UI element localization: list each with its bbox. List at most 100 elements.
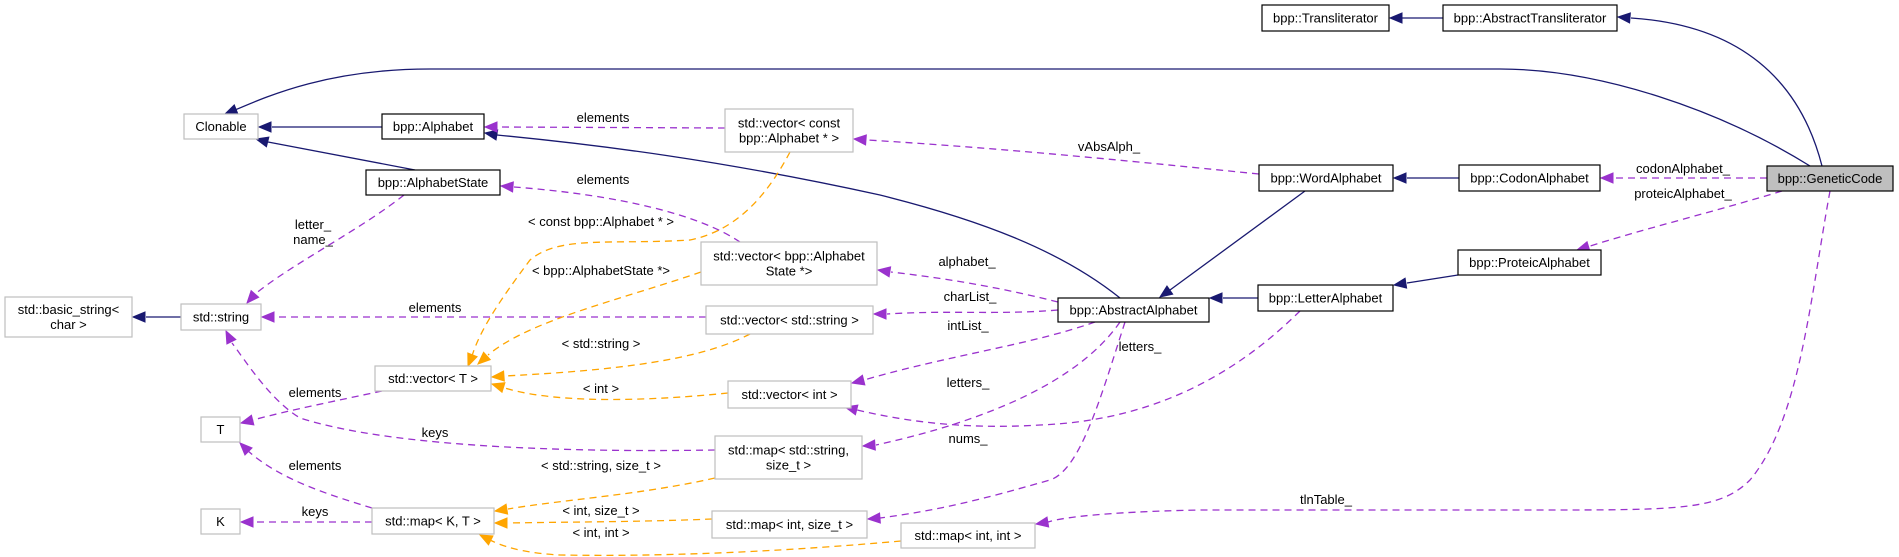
class-node-abstract-alphabet[interactable]: bpp::AbstractAlphabet <box>1057 297 1210 323</box>
class-node-map-KT[interactable]: std::map< K, T > <box>371 507 495 535</box>
usage-arrowhead-icon <box>225 329 237 345</box>
class-name: std::map< std::string, <box>728 443 849 458</box>
edge-letter_alphabet-to-abstract_alphabet <box>1208 292 1258 304</box>
class-box <box>200 416 241 443</box>
edge-codon_alphabet-to-word_alphabet <box>1392 172 1459 184</box>
class-node-abstract-transliterator[interactable]: bpp::AbstractTransliterator <box>1442 4 1618 32</box>
class-node-basic-string[interactable]: std::basic_string<char > <box>4 296 133 338</box>
template-arrowhead-icon <box>477 351 492 365</box>
edge-word_alphabet-to-vec_const_alphabet <box>852 134 1260 175</box>
class-node-alphabet[interactable]: bpp::Alphabet <box>381 113 485 140</box>
usage-edge-line <box>497 126 726 129</box>
class-node-vec-int[interactable]: std::vector< int > <box>727 380 852 409</box>
template-edge-line <box>504 387 729 401</box>
template-arrowhead-icon <box>467 352 478 368</box>
class-node-letter-alphabet[interactable]: bpp::LetterAlphabet <box>1257 284 1394 312</box>
class-node-vec-alphabet-state[interactable]: std::vector< bpp::AlphabetState *> <box>700 241 878 286</box>
inherit-edge-line <box>1169 190 1306 291</box>
edge-vec_alphabet_state-to-alphabet_state <box>499 181 741 243</box>
usage-arrowhead-icon <box>239 516 254 528</box>
class-box <box>365 169 501 196</box>
edge-label: letters_ <box>1119 339 1162 354</box>
class-node-map-string-size[interactable]: std::map< std::string,size_t > <box>714 435 863 480</box>
edge-genetic_code-to-abstract_transliterator <box>1616 12 1823 167</box>
usage-edge-line <box>231 342 716 452</box>
class-node-codon-alphabet[interactable]: bpp::CodonAlphabet <box>1458 164 1601 192</box>
usage-edge-line <box>252 390 383 421</box>
inherit-arrowhead-icon <box>254 136 270 148</box>
usage-arrowhead-icon <box>239 414 255 426</box>
class-node-map-int-int[interactable]: std::map< int, int > <box>900 522 1036 549</box>
edge-label: < bpp::AlphabetState *> <box>532 263 670 278</box>
class-node-T[interactable]: T <box>200 416 241 443</box>
class-node-std-string[interactable]: std::string <box>180 303 262 331</box>
class-node-proteic-alphabet[interactable]: bpp::ProteicAlphabet <box>1457 249 1602 276</box>
class-name: bpp::WordAlphabet <box>1270 171 1381 186</box>
template-edge-line <box>471 151 791 357</box>
edge-label: < int, int > <box>572 525 629 540</box>
edge-genetic_code-to-map_int_int <box>1034 190 1831 528</box>
class-box <box>1766 165 1894 192</box>
inherit-arrowhead-icon <box>1158 285 1174 298</box>
class-box <box>714 435 863 480</box>
usage-edge-line <box>856 310 1301 427</box>
class-box <box>724 108 854 153</box>
class-node-K[interactable]: K <box>200 508 241 535</box>
usage-edge-line <box>875 321 1121 446</box>
class-node-word-alphabet[interactable]: bpp::WordAlphabet <box>1258 164 1394 192</box>
edge-abstract_transliterator-to-transliterator <box>1388 12 1443 24</box>
inherit-edge-line <box>496 134 1121 299</box>
usage-arrowhead-icon <box>850 374 866 386</box>
class-node-vec-string[interactable]: std::vector< std::string > <box>705 305 874 335</box>
usage-edge-line <box>1047 190 1831 523</box>
usage-arrowhead-icon <box>483 121 498 133</box>
template-arrowhead-icon <box>493 517 508 529</box>
edge-genetic_code-to-codon_alphabet <box>1599 172 1767 184</box>
class-name: std::vector< T > <box>388 371 478 386</box>
edge-label: vAbsAlph_ <box>1078 139 1141 154</box>
template-arrowhead-icon <box>493 503 509 515</box>
inherit-edge-line <box>267 141 416 171</box>
template-edge-line <box>504 333 751 377</box>
usage-arrowhead-icon <box>260 311 275 323</box>
template-edge-line <box>487 271 702 356</box>
usage-arrowhead-icon <box>861 439 876 451</box>
template-edge-line <box>507 477 716 510</box>
class-name: std::map< int, int > <box>915 528 1022 543</box>
class-name: bpp::GeneticCode <box>1778 171 1883 186</box>
edge-label: charList_ <box>944 289 998 304</box>
edge-alphabet-to-clonable <box>257 121 382 133</box>
class-node-clonable[interactable]: Clonable <box>183 113 259 140</box>
class-box <box>1258 164 1394 192</box>
edge-vec_T-to-T <box>239 390 383 426</box>
edge-abstract_alphabet-to-vec_string <box>872 308 1059 320</box>
edge-vec_const_alphabet-to-alphabet <box>483 121 726 133</box>
usage-arrowhead-icon <box>499 181 514 193</box>
template-arrowhead-icon <box>490 382 506 394</box>
class-box <box>1442 4 1618 32</box>
edge-vec_string-to-vec_T <box>490 333 751 382</box>
edge-label: < int, size_t > <box>562 503 639 518</box>
inherit-arrowhead-icon <box>1392 172 1407 184</box>
inherit-arrowhead-icon <box>1392 277 1408 289</box>
class-box <box>700 241 878 286</box>
class-name: bpp::AlphabetState <box>378 175 489 190</box>
template-arrowhead-icon <box>490 370 505 382</box>
inherit-arrowhead-icon <box>131 311 146 323</box>
template-arrowhead-icon <box>478 534 494 546</box>
class-name: bpp::CodonAlphabet <box>1470 171 1589 186</box>
class-node-transliterator[interactable]: bpp::Transliterator <box>1261 4 1390 32</box>
class-node-map-int-size[interactable]: std::map< int, size_t > <box>711 510 868 539</box>
edge-alphabet_state-to-std_string <box>246 194 405 304</box>
edge-label: name_ <box>293 232 334 247</box>
edge-label: elements <box>577 110 630 125</box>
edge-abstract_alphabet-to-alphabet <box>483 129 1121 299</box>
edge-map_string_size-to-map_KT <box>493 477 716 515</box>
class-box <box>180 303 262 331</box>
inherit-arrowhead-icon <box>483 129 499 141</box>
class-node-vec-T[interactable]: std::vector< T > <box>374 365 492 392</box>
class-node-genetic-code[interactable]: bpp::GeneticCode <box>1766 165 1894 192</box>
class-node-alphabet-state[interactable]: bpp::AlphabetState <box>365 169 501 196</box>
